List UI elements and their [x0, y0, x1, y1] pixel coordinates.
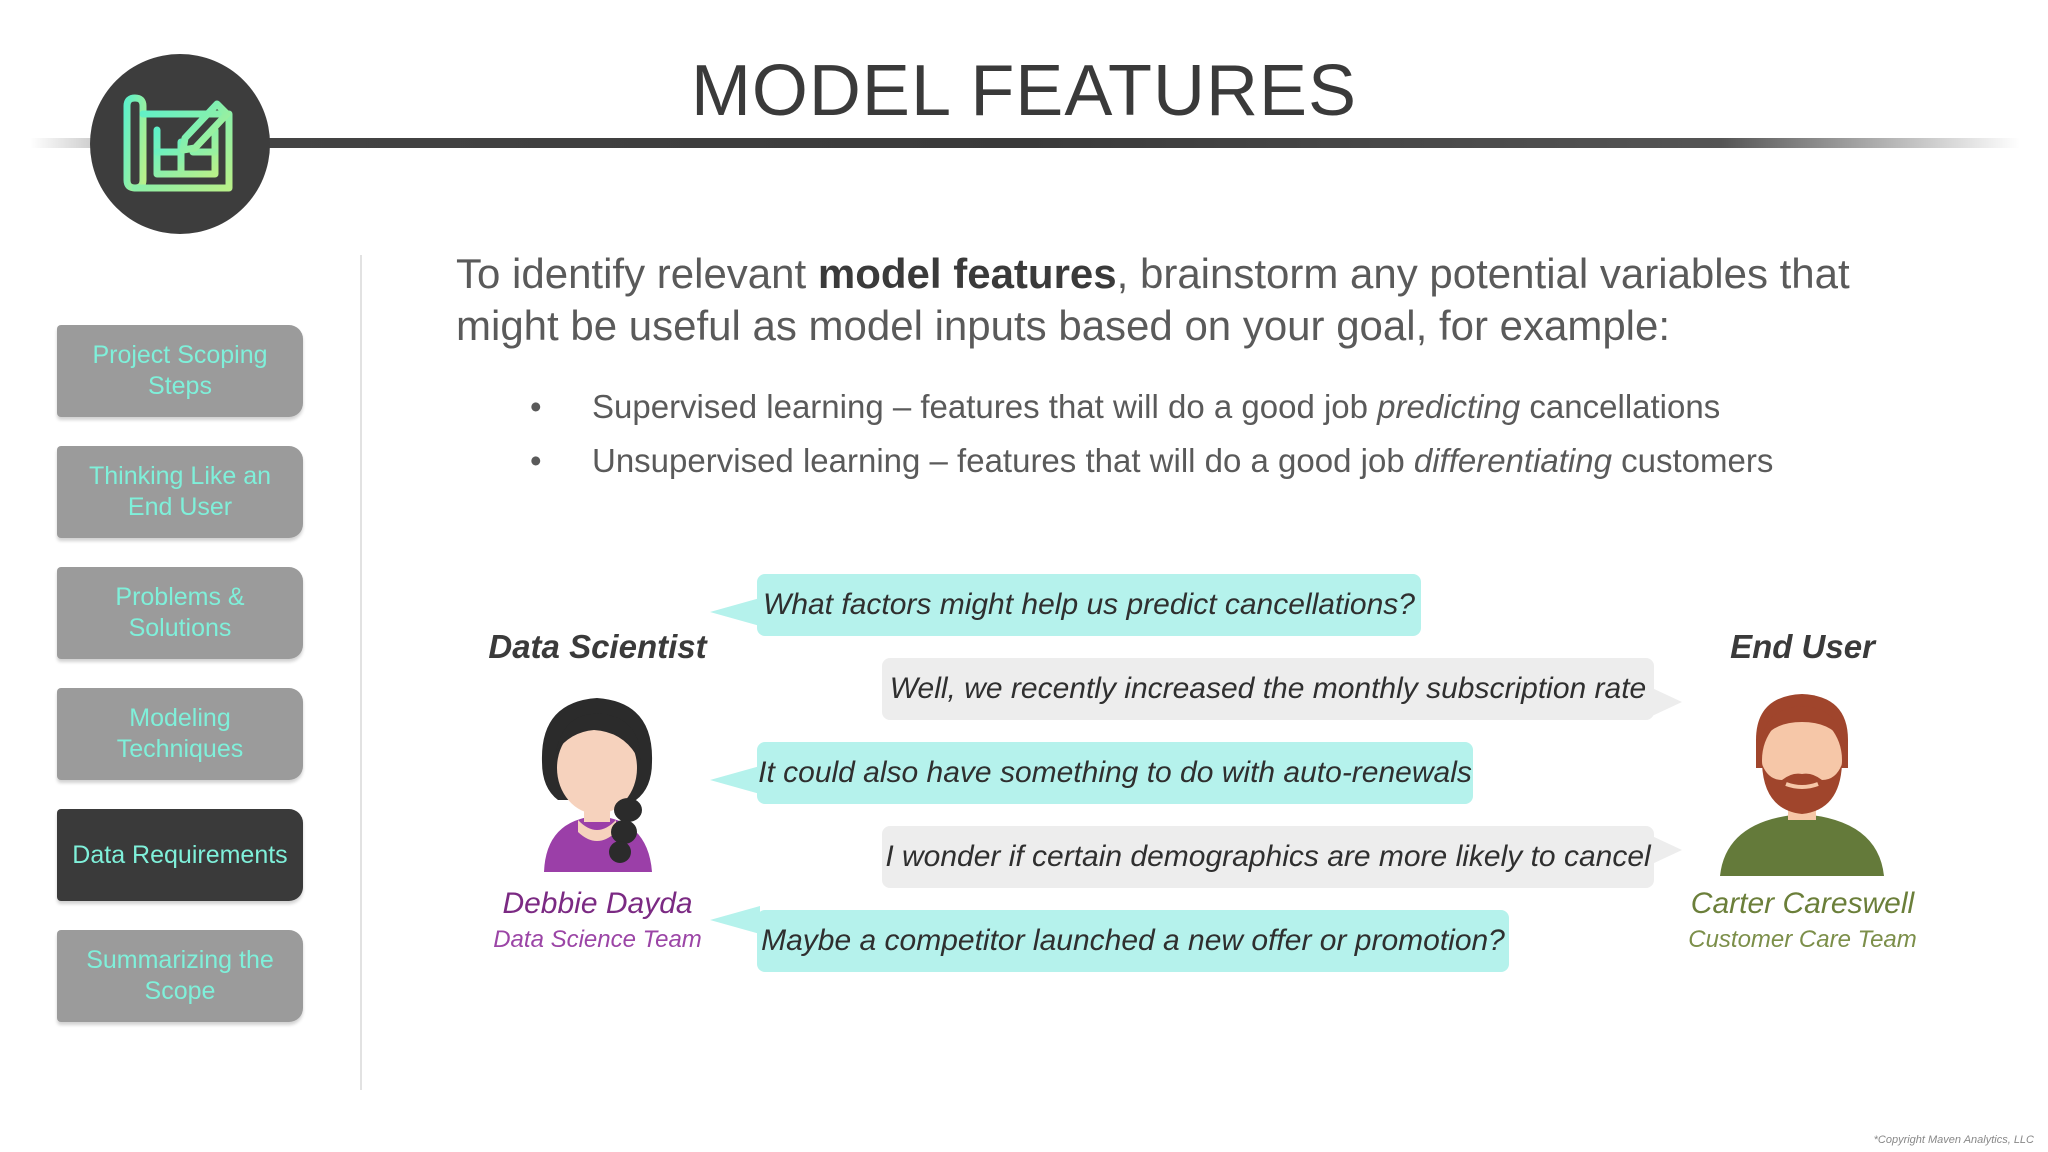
intro-paragraph: To identify relevant model features, bra…	[456, 250, 1850, 349]
title-divider	[30, 138, 2020, 148]
end-user-role: End User	[1730, 628, 1875, 665]
bubble-tail	[1652, 836, 1682, 864]
sidebar-divider	[360, 255, 362, 1090]
data-scientist-team: Data Science Team	[493, 926, 702, 953]
bullet-dot-icon: •	[530, 442, 542, 479]
chat-bubble-data-scientist: Maybe a competitor launched a new offer …	[757, 910, 1509, 972]
blueprint-pencil-icon	[123, 94, 233, 192]
sidebar-item-label: Modeling Techniques	[116, 704, 244, 763]
bubble-tail	[1652, 688, 1682, 716]
bubble-tail	[710, 598, 760, 626]
sidebar-item-project-scoping-steps[interactable]: Project Scoping Steps	[57, 325, 303, 417]
bullet-dot-icon: •	[530, 388, 542, 425]
woman-avatar-icon	[541, 698, 653, 872]
section-logo	[90, 54, 270, 234]
list-item: •Supervised learning – features that wil…	[530, 380, 1930, 434]
bubble-tail	[710, 906, 760, 934]
chat-bubble-end-user: Well, we recently increased the monthly …	[882, 658, 1654, 720]
sidebar-item-label: Summarizing the Scope	[86, 946, 274, 1005]
sidebar-item-label: Problems & Solutions	[115, 583, 245, 642]
list-item: •Unsupervised learning – features that w…	[530, 434, 1930, 488]
data-scientist-role: Data Scientist	[488, 628, 707, 665]
bubble-tail	[710, 766, 760, 794]
sidebar-item-problems-solutions[interactable]: Problems & Solutions	[57, 567, 303, 659]
data-scientist-name: Debbie Dayda	[502, 887, 693, 920]
sidebar-item-thinking-like-an-end-user[interactable]: Thinking Like an End User	[57, 446, 303, 538]
end-user-name: Carter Careswell	[1690, 887, 1915, 920]
chat-bubble-end-user: I wonder if certain demographics are mor…	[882, 826, 1654, 888]
bullet-list: •Supervised learning – features that wil…	[530, 380, 1930, 488]
man-avatar-icon	[1720, 694, 1884, 876]
sidebar-item-data-requirements[interactable]: Data Requirements	[57, 809, 303, 901]
page-title: MODEL FEATURES	[690, 51, 1358, 131]
sidebar-item-summarizing-the-scope[interactable]: Summarizing the Scope	[57, 930, 303, 1022]
intro-bold-term: model features	[817, 250, 1117, 297]
sidebar-item-modeling-techniques[interactable]: Modeling Techniques	[57, 688, 303, 780]
sidebar-item-label: Data Requirements	[72, 840, 288, 869]
sidebar-item-label: Project Scoping Steps	[92, 341, 268, 400]
chat-bubble-data-scientist: It could also have something to do with …	[757, 742, 1473, 804]
chat-bubble-data-scientist: What factors might help us predict cance…	[757, 574, 1421, 636]
copyright-notice: *Copyright Maven Analytics, LLC	[1873, 1134, 2034, 1146]
sidebar-item-label: Thinking Like an End User	[88, 462, 272, 521]
end-user-team: Customer Care Team	[1688, 926, 1917, 953]
